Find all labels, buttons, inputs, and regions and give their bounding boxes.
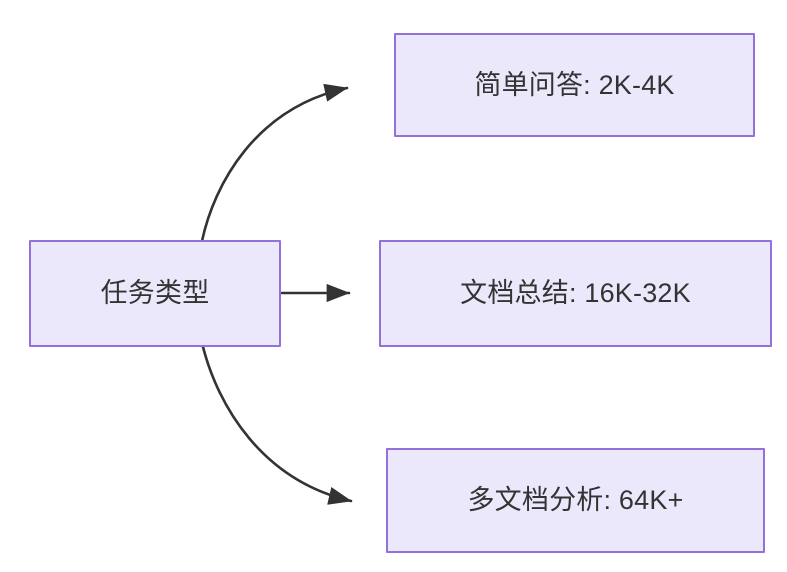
node-task-type[interactable]: 任务类型: [29, 240, 281, 347]
edge-source-to-simple-qa: [200, 83, 349, 243]
edge-source-to-multi-doc: [201, 345, 353, 505]
node-label: 文档总结: 16K-32K: [460, 278, 691, 309]
node-label: 任务类型: [100, 278, 210, 309]
node-label: 多文档分析: 64K+: [467, 485, 684, 516]
node-simple-qa[interactable]: 简单问答: 2K-4K: [394, 33, 755, 137]
node-multi-doc[interactable]: 多文档分析: 64K+: [386, 448, 765, 553]
node-doc-summary[interactable]: 文档总结: 16K-32K: [379, 240, 772, 347]
node-label: 简单问答: 2K-4K: [474, 69, 675, 100]
